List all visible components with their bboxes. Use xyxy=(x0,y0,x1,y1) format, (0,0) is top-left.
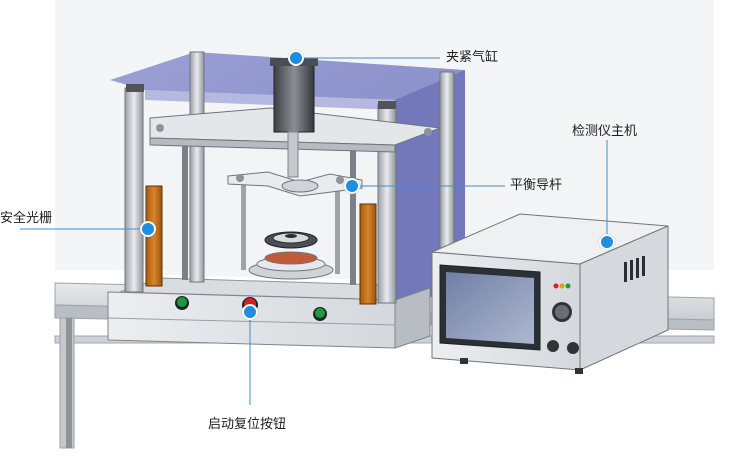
callout-dot-safety-light-curtain xyxy=(140,221,156,237)
label-detector-host: 检测仪主机 xyxy=(572,124,638,139)
callout-dot-detector-host xyxy=(599,234,615,250)
callout-dot-clamp-cylinder xyxy=(288,50,304,66)
frame-posts xyxy=(124,51,455,304)
callout-dot-balance-guide-rod xyxy=(344,178,360,194)
label-clamp-cylinder: 夹紧气缸 xyxy=(446,50,499,65)
green-button-left xyxy=(177,297,187,307)
leader-lines xyxy=(20,57,608,405)
label-start-reset-button: 启动复位按钮 xyxy=(208,417,287,432)
guide-rods xyxy=(182,140,356,285)
machine-base xyxy=(107,277,431,349)
balance-bar xyxy=(227,171,363,197)
test-fixture xyxy=(248,231,334,280)
safety-light-curtains xyxy=(145,185,377,305)
label-safety-light-curtain: 安全光栅 xyxy=(0,211,53,226)
callout-dot-start-reset-button xyxy=(242,304,258,320)
detector-host-box xyxy=(431,213,669,374)
label-balance-guide-rod: 平衡导杆 xyxy=(510,178,563,193)
green-button-right xyxy=(315,308,325,318)
